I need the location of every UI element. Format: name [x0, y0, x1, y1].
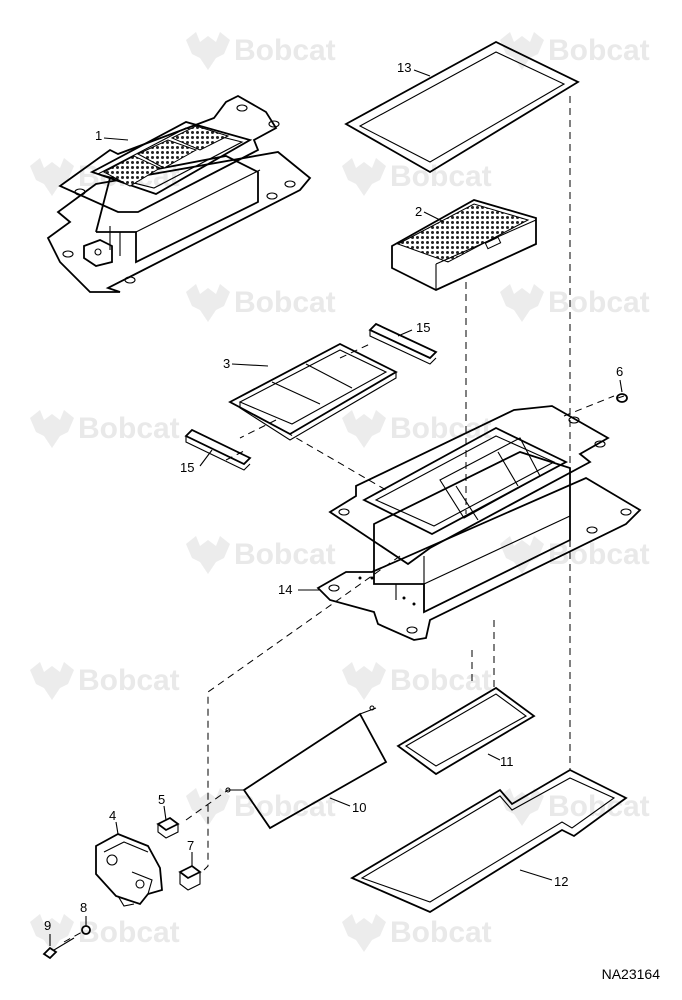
assembly-lines: [63, 96, 615, 943]
bolt: [42, 937, 75, 960]
callout-10: 10: [352, 800, 366, 815]
cover-seal: [344, 40, 580, 174]
watermark-text: Bobcat: [234, 34, 336, 67]
callout-labels: 1 13 2 3 15 15 6 14 4 5 7 8 9 10 11 12: [44, 60, 623, 933]
watermark-text: Bobcat: [548, 286, 650, 319]
callout-6: 6: [616, 364, 623, 379]
watermark-text: Bobcat: [234, 286, 336, 319]
actuator: [95, 833, 163, 907]
screw: [616, 393, 628, 403]
assembled-housing: [46, 94, 312, 293]
callout-15-upper: 15: [416, 320, 430, 335]
watermark-text: Bobcat: [390, 916, 492, 949]
callout-13: 13: [397, 60, 411, 75]
watermark-text: Bobcat: [78, 916, 180, 949]
watermark-text: Bobcat: [78, 412, 180, 445]
callout-2: 2: [415, 204, 422, 219]
callout-1: 1: [95, 128, 102, 143]
callout-12: 12: [554, 874, 568, 889]
gasket-small: [396, 686, 536, 776]
seal-strip: [368, 322, 438, 365]
watermark-text: Bobcat: [548, 34, 650, 67]
spacer: [178, 864, 202, 891]
drawing-number: NA23164: [601, 966, 660, 982]
leader-lines: [49, 69, 623, 946]
callout-7: 7: [187, 838, 194, 853]
callout-4: 4: [109, 808, 116, 823]
callout-11: 11: [500, 754, 514, 769]
callout-5: 5: [158, 792, 165, 807]
callout-3: 3: [223, 356, 230, 371]
callout-8: 8: [80, 900, 87, 915]
watermark-text: Bobcat: [234, 790, 336, 823]
callout-14: 14: [278, 582, 292, 597]
filter-element: [391, 199, 537, 291]
housing-base: [316, 405, 642, 641]
bushing: [156, 816, 180, 839]
watermark-text: Bobcat: [390, 664, 492, 697]
seal-strip: [184, 428, 252, 471]
callout-15-lower: 15: [180, 460, 194, 475]
watermark-layer: Bobcat Bobcat Bobcat Bobcat Bobcat Bobca…: [30, 32, 650, 952]
damper-door: [225, 705, 388, 830]
callout-9: 9: [44, 918, 51, 933]
gasket-large: [350, 768, 628, 914]
watermark-text: Bobcat: [234, 538, 336, 571]
watermark-text: Bobcat: [78, 664, 180, 697]
